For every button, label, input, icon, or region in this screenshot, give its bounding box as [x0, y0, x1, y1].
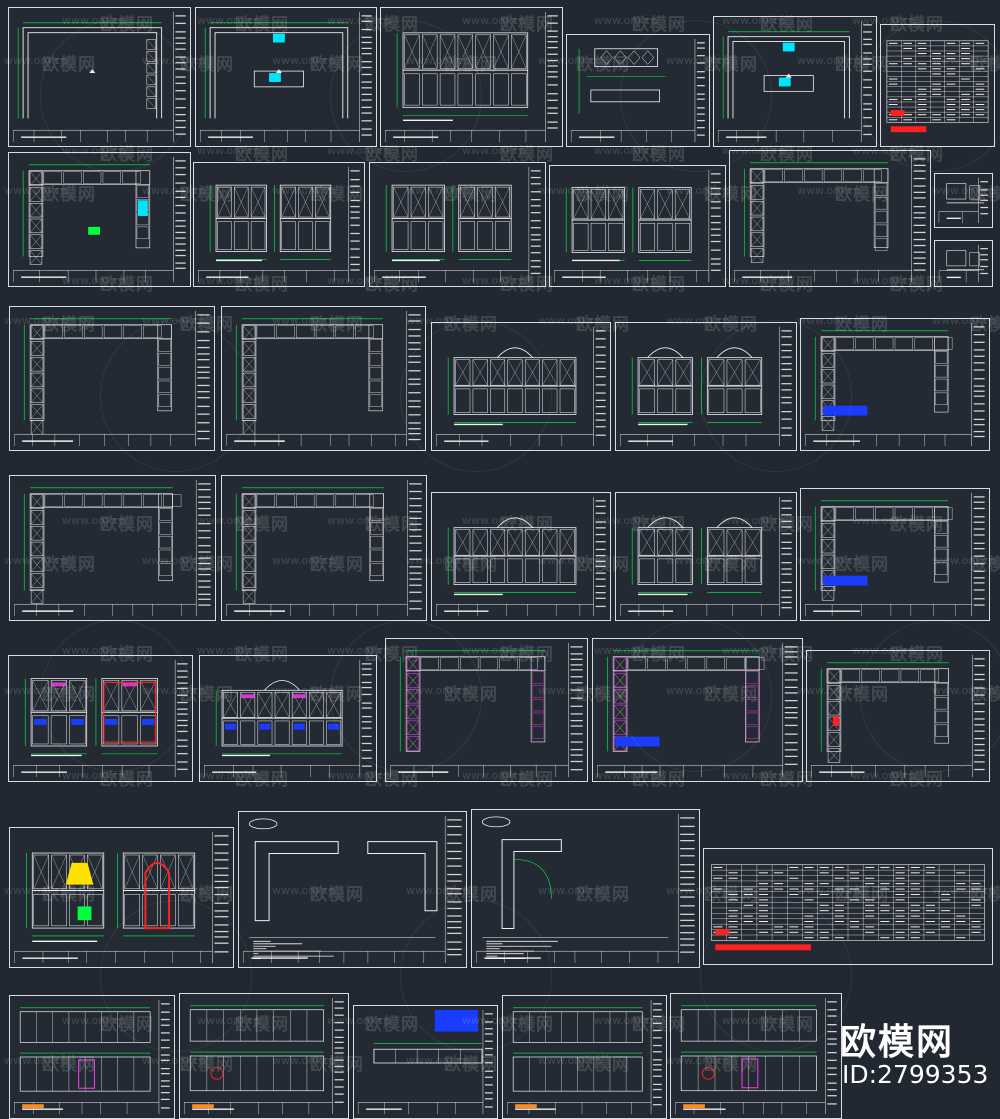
cad-linework [14, 310, 210, 447]
cad-drawing-sheet [566, 34, 710, 147]
cad-drawing-sheet [880, 24, 995, 147]
cad-linework [811, 654, 985, 778]
cad-drawing-sheet [221, 306, 426, 451]
cad-drawing-sheet [431, 492, 611, 621]
cad-linework [620, 496, 792, 617]
cad-drawing-sheet [8, 7, 191, 147]
cad-drawing-sheet [195, 7, 377, 147]
cad-linework [597, 642, 798, 778]
cad-drawing-sheet [9, 306, 215, 451]
cad-drawing-sheet [549, 165, 726, 287]
cad-drawing-sheet [592, 638, 803, 782]
watermark-site-name: 欧模网 [632, 15, 686, 35]
cad-linework [226, 310, 421, 447]
cad-drawing-sheet [934, 240, 993, 287]
cad-drawing-sheet [238, 811, 467, 968]
cad-linework [14, 831, 229, 964]
cad-linework [507, 999, 662, 1115]
cad-linework [938, 244, 988, 283]
cad-linework [13, 156, 186, 283]
cad-drawing-sheet [353, 1005, 498, 1119]
cad-linework [620, 326, 792, 447]
cad-linework [198, 166, 360, 283]
cad-linework [734, 154, 926, 283]
cad-linework [476, 813, 695, 964]
cad-drawing-sheet [193, 162, 365, 287]
brand-logo-text: 欧模网 [840, 1022, 955, 1063]
cad-drawing-sheet [8, 152, 191, 287]
cad-linework [374, 166, 541, 283]
cad-linework [226, 479, 422, 617]
cad-drawing-sheet [199, 655, 377, 782]
cad-linework [711, 864, 985, 951]
cad-drawing-sheet [934, 173, 993, 228]
cad-drawing-sheet [729, 150, 931, 287]
cad-linework [554, 169, 721, 283]
cad-linework [675, 997, 837, 1115]
cad-linework [436, 496, 606, 617]
cad-linework [358, 1009, 493, 1115]
cad-drawing-sheet [713, 16, 877, 147]
cad-linework [436, 326, 606, 447]
cad-linework [390, 642, 583, 778]
cad-linework [13, 11, 186, 143]
cad-drawing-sheet [9, 827, 234, 968]
cad-drawing-sheet [179, 993, 349, 1119]
cad-linework [14, 479, 211, 617]
cad-linework [805, 322, 985, 447]
cad-linework [184, 997, 344, 1115]
watermark-url: www.om.cn [594, 14, 658, 27]
cad-linework [717, 20, 872, 143]
cad-linework [385, 11, 558, 143]
brand-id-label: ID:2799353 [842, 1060, 989, 1089]
cad-drawing-sheet [800, 488, 990, 621]
cad-linework [204, 659, 372, 778]
cad-drawing-sheet [703, 848, 993, 965]
cad-drawing-sheet [502, 995, 667, 1119]
cad-drawing-sheet [9, 475, 216, 621]
cad-drawing-sheet [615, 492, 797, 621]
cad-drawing-sheet [8, 655, 193, 782]
cad-drawing-sheet [221, 475, 427, 621]
cad-linework [571, 38, 705, 143]
cad-drawing-sheet [806, 650, 990, 782]
cad-drawing-sheet [431, 322, 611, 451]
cad-drawing-sheet [615, 322, 797, 451]
cad-drawing-sheet [369, 162, 546, 287]
cad-linework [200, 11, 372, 143]
cad-linework [243, 815, 462, 964]
cad-drawing-sheet [380, 7, 563, 147]
cad-linework [14, 999, 170, 1115]
cad-linework [886, 40, 989, 133]
cad-drawing-sheet [800, 318, 990, 451]
cad-drawing-sheet [670, 993, 842, 1119]
cad-linework [938, 177, 989, 224]
cad-drawing-sheet [385, 638, 588, 782]
cad-linework [13, 659, 188, 778]
cad-drawing-sheet [9, 995, 175, 1119]
cad-drawing-sheet [471, 809, 700, 968]
cad-linework [805, 492, 985, 617]
